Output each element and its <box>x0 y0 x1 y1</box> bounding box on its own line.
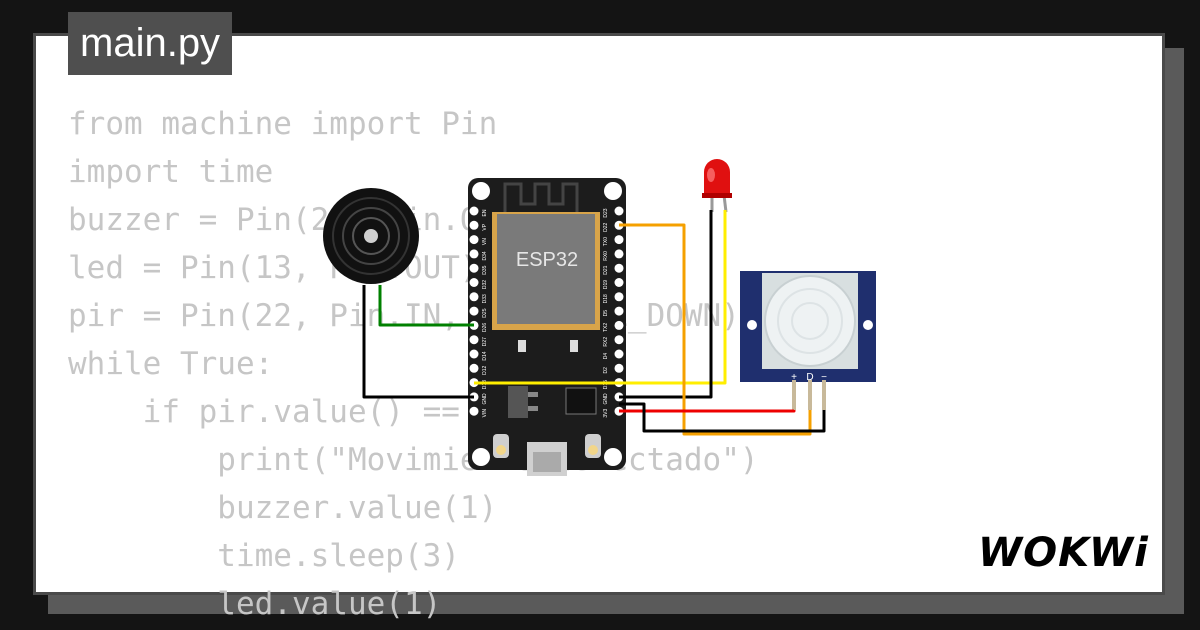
file-tab[interactable]: main.py <box>68 12 233 75</box>
board-pin-label: TX2 <box>603 323 609 332</box>
code-line: from machine import Pin <box>68 106 498 142</box>
board-pin-label: D2 <box>603 367 609 374</box>
board-pin-left[interactable] <box>469 263 479 273</box>
board-pin-label: D32 <box>482 280 488 289</box>
wire-led-signal <box>474 210 727 385</box>
pir-pin-gnd: − <box>821 372 827 383</box>
pir-sensor-icon[interactable]: + D − <box>740 271 876 410</box>
wire-led-gnd <box>619 210 713 399</box>
board-pin-label: GND <box>603 393 609 405</box>
code-preview: from machine import Pin import time buzzer… <box>68 100 759 628</box>
pir-pin-vcc: + <box>791 372 797 383</box>
board-pin-right[interactable] <box>614 235 624 245</box>
wires <box>362 210 826 436</box>
led-icon[interactable] <box>702 159 732 213</box>
pir-pin-data: D <box>806 372 813 383</box>
board-pin-left[interactable] <box>469 349 479 359</box>
board-pin-right[interactable] <box>614 292 624 302</box>
board-pin-left[interactable] <box>469 206 479 216</box>
board-pin-right[interactable] <box>614 278 624 287</box>
board-pin-label: D23 <box>603 208 609 217</box>
wire-pir-data <box>619 223 812 436</box>
board-pin-right[interactable] <box>614 320 624 330</box>
board-pin-left[interactable] <box>469 278 479 287</box>
board-pin-label: D14 <box>482 351 488 360</box>
code-line: while True: <box>68 346 274 382</box>
wire-pir-gnd <box>619 402 826 433</box>
board-pin-label: RX2 <box>603 337 609 347</box>
board-pin-label: D4 <box>603 353 609 360</box>
board-pin-label: EN <box>482 209 488 216</box>
board-pin-left[interactable] <box>469 406 479 416</box>
board-pin-label: D18 <box>603 294 609 303</box>
board-pin-left[interactable] <box>469 335 479 345</box>
board-pin-label: D27 <box>482 337 488 346</box>
board-pin-label: D5 <box>603 310 609 317</box>
board-pin-label: D12 <box>482 366 488 375</box>
wokwi-logo: WOKWi <box>978 530 1149 576</box>
board-pin-right[interactable] <box>614 249 624 259</box>
board-pin-label: D34 <box>482 251 488 260</box>
board-pin-label: D33 <box>482 294 488 303</box>
board-pin-right[interactable] <box>614 263 624 273</box>
board-pin-left[interactable] <box>469 249 479 259</box>
board-pin-label: D22 <box>603 223 609 232</box>
wire-buzzer-signal <box>378 285 474 327</box>
board-pin-right[interactable] <box>614 335 624 345</box>
code-line: led.value(1) <box>68 586 442 622</box>
chip-label: ESP32 <box>516 249 578 271</box>
board-pin-left[interactable] <box>469 235 479 245</box>
board-pin-label: D19 <box>603 280 609 289</box>
board-pin-label: VP <box>482 223 488 230</box>
board-pin-left[interactable] <box>469 220 479 230</box>
board-pin-label: 3V3 <box>603 409 609 418</box>
board-pin-right[interactable] <box>614 206 624 216</box>
board-pin-label: RX0 <box>603 251 609 261</box>
board-pin-left[interactable] <box>469 306 479 316</box>
buzzer-icon[interactable] <box>323 188 419 284</box>
board-pin-label: VN <box>482 238 488 245</box>
board-pin-label: D26 <box>482 323 488 332</box>
code-line: import time <box>68 154 274 190</box>
code-line: buzzer.value(1) <box>68 490 498 526</box>
wire-pir-vcc <box>619 409 796 413</box>
wire-buzzer-gnd <box>362 285 474 399</box>
board-pin-label: TX0 <box>603 237 609 246</box>
board-pin-label: D35 <box>482 265 488 274</box>
board-pin-label: D25 <box>482 308 488 317</box>
board-pin-left[interactable] <box>469 292 479 302</box>
board-pin-right[interactable] <box>614 349 624 359</box>
board-pin-right[interactable] <box>614 306 624 316</box>
board-pin-label: VIN <box>482 409 488 418</box>
board-pin-right[interactable] <box>614 363 624 373</box>
code-line: time.sleep(3) <box>68 538 460 574</box>
board-pin-label: GND <box>482 393 488 405</box>
board-pin-label: D21 <box>603 265 609 274</box>
board-pin-left[interactable] <box>469 363 479 373</box>
